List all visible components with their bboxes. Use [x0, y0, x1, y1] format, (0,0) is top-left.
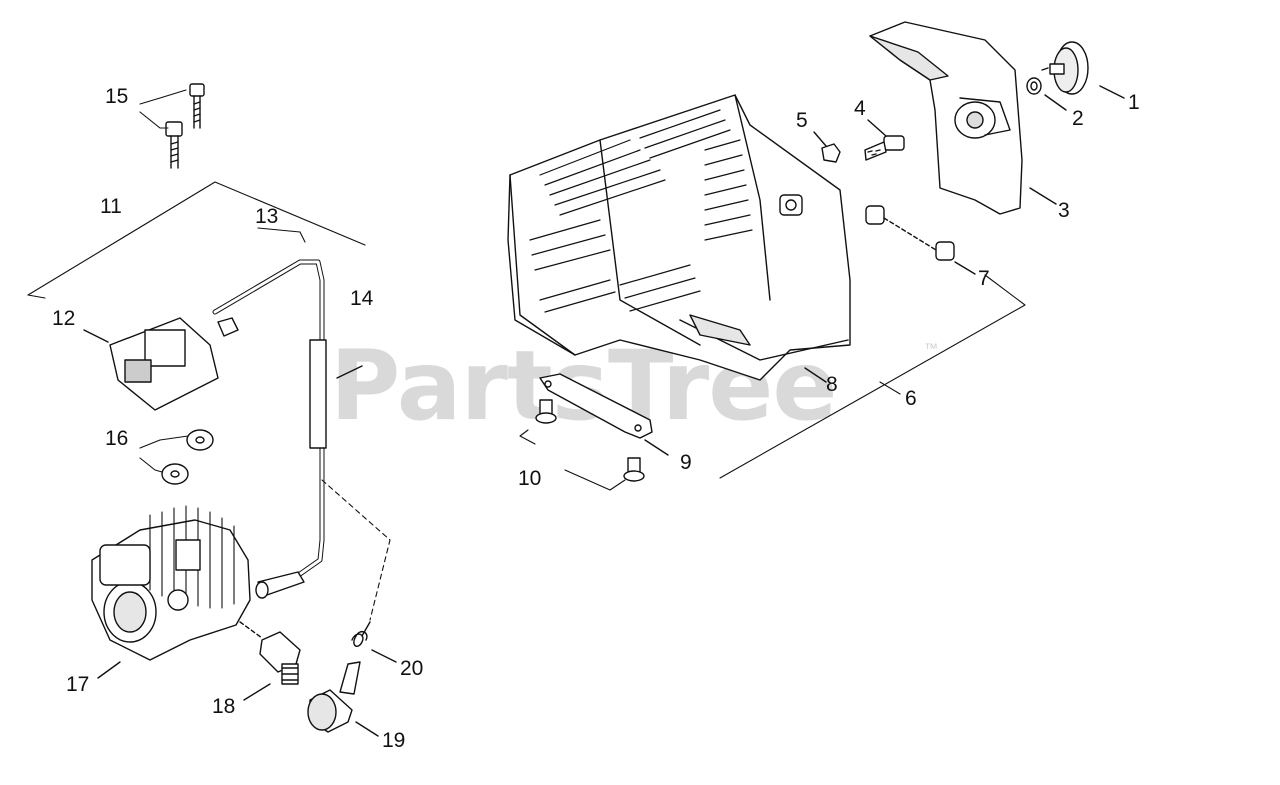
callout-20: 20 [400, 657, 424, 680]
leader-20 [371, 649, 397, 663]
leader-9 [644, 439, 669, 456]
part-14-spark-lead [212, 259, 327, 599]
leader-2 [1044, 94, 1067, 111]
callout-10: 10 [518, 467, 542, 490]
part-1-pulley [1041, 41, 1089, 95]
callout-7: 7 [978, 267, 990, 290]
dash-to-18 [239, 621, 263, 639]
callout-2: 2 [1072, 107, 1084, 130]
callout-14: 14 [350, 287, 374, 310]
callout-5: 5 [796, 109, 808, 132]
part-7-grommets [865, 205, 955, 261]
part-17-cylinder [91, 505, 251, 661]
leader-7 [954, 261, 976, 275]
watermark-trademark: ™ [924, 340, 938, 356]
callout-12: 12 [52, 307, 76, 330]
callout-19: 19 [382, 729, 406, 752]
muffler-guard-assembly [507, 94, 851, 381]
leader-8 [804, 367, 827, 383]
leader-19 [355, 721, 379, 737]
leader-1 [1099, 85, 1125, 99]
leader-18 [243, 683, 271, 701]
leader-3 [1029, 187, 1057, 205]
part-15-screws [139, 83, 205, 169]
dash-to-20 [321, 479, 391, 621]
callout-4: 4 [854, 97, 866, 120]
part-18-spark-plug [259, 631, 301, 685]
part-2-washer [1026, 77, 1042, 95]
part-3-cover-plate [869, 21, 1023, 215]
part-16-spacers [139, 429, 214, 485]
callout-17: 17 [66, 673, 90, 696]
callout-8: 8 [826, 373, 838, 396]
part-11-13-bracket-lines [27, 181, 366, 299]
part-19-plug-cap [307, 661, 361, 733]
callout-6: 6 [905, 387, 917, 410]
callout-9: 9 [680, 451, 692, 474]
callout-15: 15 [105, 85, 129, 108]
callout-3: 3 [1058, 199, 1070, 222]
callout-13: 13 [255, 205, 279, 228]
leader-14 [336, 365, 363, 379]
callout-11: 11 [100, 195, 122, 218]
callout-16: 16 [105, 427, 129, 450]
part-5-clip [821, 143, 841, 163]
leader-4 [867, 119, 887, 137]
part-4-bolt [864, 135, 905, 161]
leader-17 [97, 661, 121, 679]
callout-1: 1 [1128, 91, 1140, 114]
part-12-ignition-coil [109, 317, 239, 411]
part-6-bracket-lines [719, 274, 1026, 479]
leader-12 [83, 329, 109, 343]
part-9-strap [539, 373, 653, 439]
part-10-screws [519, 399, 645, 491]
callout-18: 18 [212, 695, 236, 718]
part-20-spring [351, 621, 371, 647]
leader-5 [813, 131, 827, 147]
